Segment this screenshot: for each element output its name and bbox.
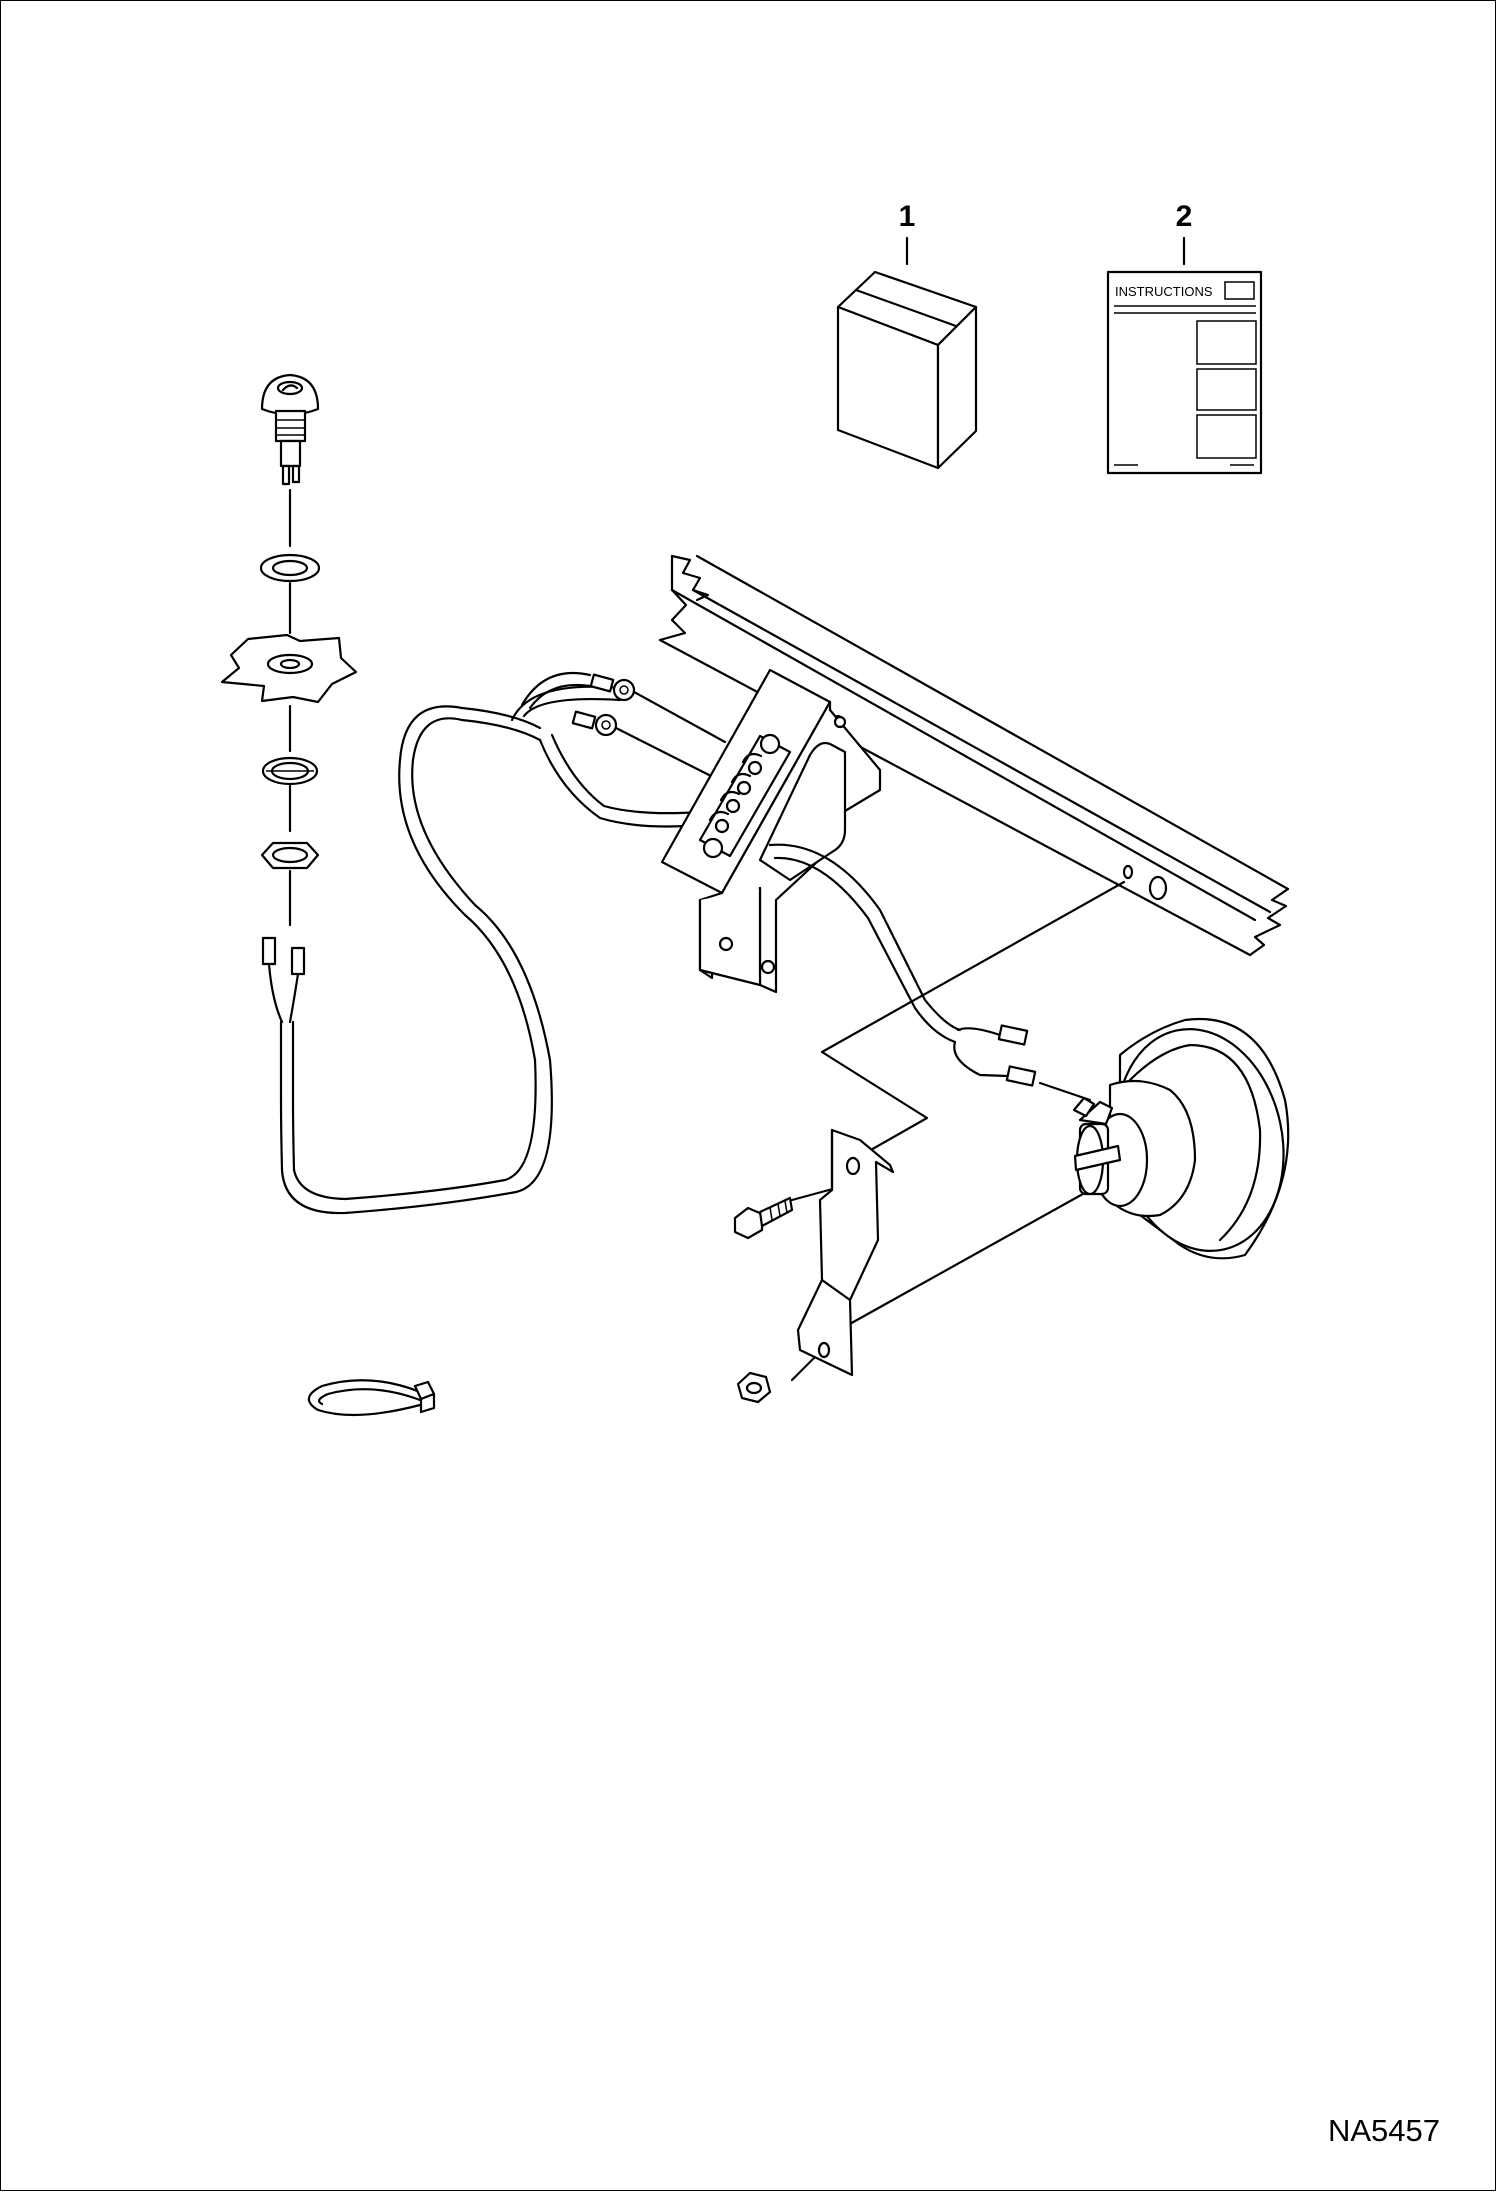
parts-box: [836, 270, 978, 470]
terminal-block: [698, 715, 847, 859]
switch-harness: [261, 705, 553, 1215]
flat-washer: [259, 553, 321, 583]
flange-nut: [736, 1371, 772, 1404]
instructions-sheet: INSTRUCTIONS: [1106, 270, 1263, 475]
horn: [1072, 1017, 1290, 1260]
terminal-bracket: [660, 668, 882, 994]
drawing-id: NA5457: [1327, 2113, 1440, 2148]
cable-tie: [307, 1379, 436, 1417]
bolt: [733, 1196, 794, 1240]
callout-2-label: 2: [1176, 200, 1193, 233]
ring-terminals: [510, 671, 727, 828]
callout-1: 1: [899, 200, 916, 266]
decal: [220, 633, 358, 704]
callout-2: 2: [1176, 200, 1193, 266]
horn-lead: [768, 843, 1092, 1102]
horn-bracket: [796, 1128, 895, 1377]
frame-beam: [658, 554, 1290, 957]
callout-1-label: 1: [899, 200, 916, 233]
hex-nut: [260, 841, 320, 870]
horn-button: [260, 373, 320, 486]
lock-washer: [261, 756, 319, 786]
instructions-heading: INSTRUCTIONS: [1115, 284, 1213, 299]
